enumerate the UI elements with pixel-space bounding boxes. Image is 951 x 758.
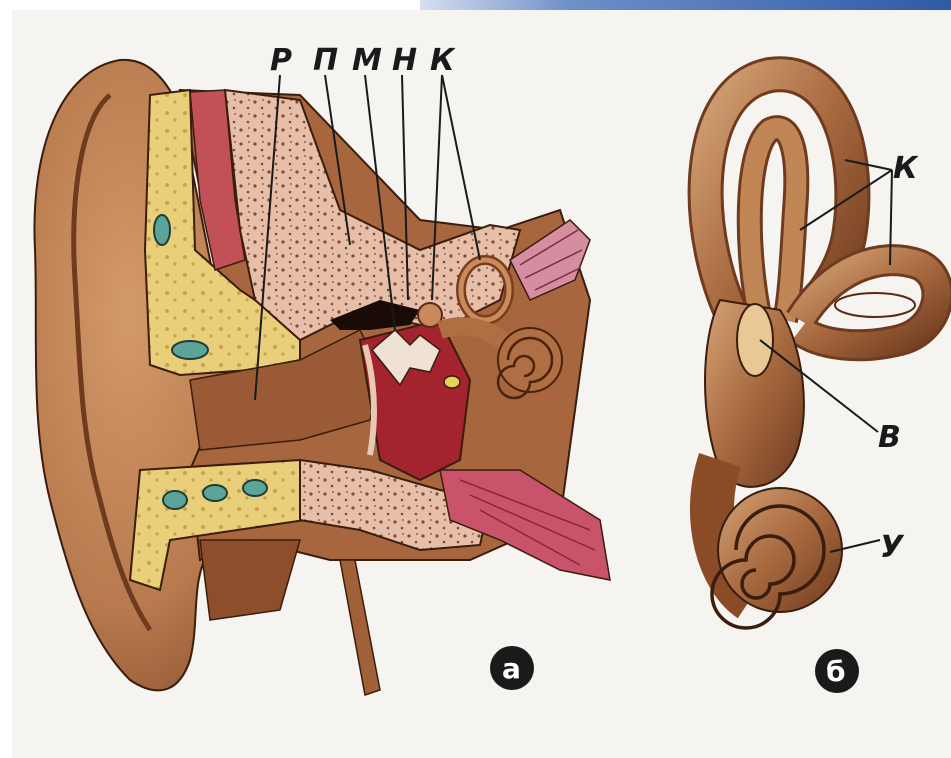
oval-window (737, 304, 773, 376)
badge-b: б (826, 655, 846, 688)
earlobe-tissue (200, 540, 300, 620)
figure-b-labyrinth: К В У б (705, 74, 937, 693)
label-p: П (313, 43, 338, 78)
lower-vessel-3 (243, 480, 267, 496)
label-r: Р (270, 43, 292, 78)
label-n: Н (392, 43, 417, 78)
badge-a: а (502, 652, 521, 685)
auditory-tube (440, 470, 610, 580)
cartilage-vessel-1 (154, 215, 170, 245)
label-m: М (352, 43, 382, 78)
lower-vessel-2 (203, 485, 227, 501)
label-k-a: К (430, 43, 456, 78)
cochlea (712, 460, 842, 628)
label-k-b: К (893, 151, 919, 186)
cartilage-vessel-2 (172, 341, 208, 359)
label-u: У (880, 530, 905, 565)
figure-a-ear-section: Р П М Н К а (34, 43, 610, 695)
lower-vessel-1 (163, 491, 187, 509)
label-v: В (878, 420, 901, 455)
styloid-process (340, 560, 380, 695)
